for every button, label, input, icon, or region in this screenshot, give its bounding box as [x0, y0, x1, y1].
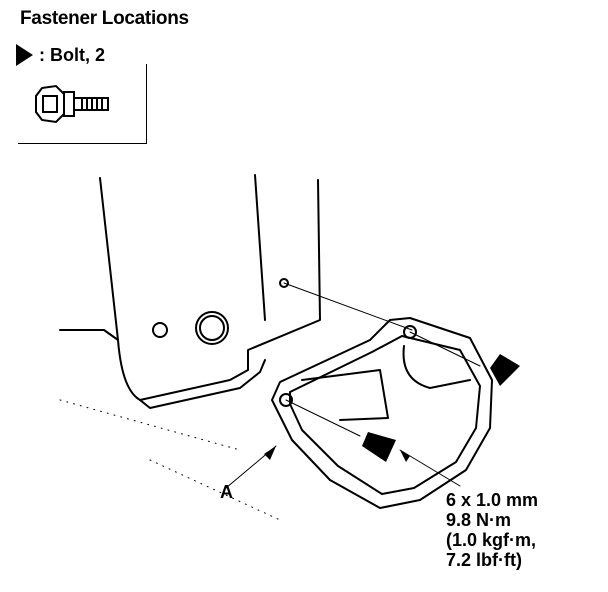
cover-hole-right: [403, 325, 417, 339]
legend-label: : Bolt, 2: [39, 44, 105, 65]
cover-rib-2: [402, 345, 471, 389]
torque-spec-kgf: (1.0 kgf·m,: [446, 530, 537, 550]
frame-outline: [99, 177, 321, 401]
legend-row: : Bolt, 2: [16, 44, 105, 66]
cover-inner: [289, 335, 481, 495]
torque-spec: 6 x 1.0 mm 9.8 N·m (1.0 kgf·m, 7.2 lbf·f…: [446, 490, 538, 570]
part-callout-label: A: [220, 482, 233, 502]
cover-outline: [271, 317, 493, 509]
frame-flange: [139, 359, 266, 409]
bolt-arrow-icon: [16, 44, 33, 66]
frame-inner-edge: [59, 329, 119, 341]
torque-spec-lbf: 7.2 lbf·ft): [446, 550, 522, 570]
frame-mount-hole: [279, 278, 289, 288]
cover-rib-1: [301, 369, 389, 421]
torque-spec-nm: 9.8 N·m: [446, 510, 512, 530]
bolt-icon: [35, 84, 109, 124]
callout-a-arrowhead: [264, 446, 276, 460]
frame-right-edge: [254, 174, 266, 321]
cover-hole-left: [279, 393, 293, 407]
bolt-arrow-right: [490, 354, 520, 386]
bolt-arrow-left: [362, 432, 396, 462]
legend-box-divider-vertical: [146, 64, 147, 144]
callout-spec-arrowhead: [400, 450, 410, 462]
frame-hole-large: [195, 311, 229, 345]
page-title: Fastener Locations: [20, 8, 189, 29]
legend-box-divider-horizontal: [18, 143, 147, 144]
torque-spec-size: 6 x 1.0 mm: [446, 490, 539, 510]
frame-hole-small: [152, 322, 168, 338]
